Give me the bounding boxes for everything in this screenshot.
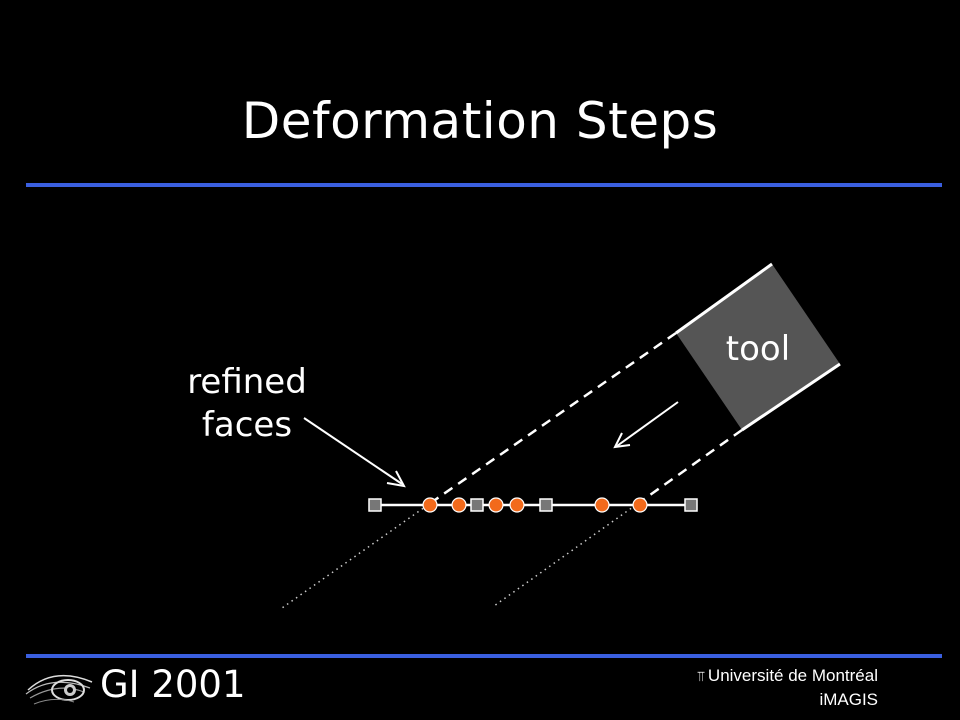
annotation-arrow xyxy=(303,417,403,485)
surface-node xyxy=(470,498,484,512)
title-divider xyxy=(26,183,942,187)
refined-vertex xyxy=(632,497,648,513)
lab-name: iMAGIS xyxy=(819,690,878,709)
extension-line-right xyxy=(493,501,641,607)
refined-vertex xyxy=(594,497,610,513)
refined-vertex xyxy=(488,497,504,513)
tool-label: tool xyxy=(726,329,790,369)
tool-edge-bottom xyxy=(741,362,841,432)
surface-node xyxy=(368,498,382,512)
projection-line-left xyxy=(431,331,677,504)
affiliation: ⫪Université de Montréal iMAGIS xyxy=(697,664,878,712)
slide-title: Deformation Steps xyxy=(241,92,719,150)
conference-label: GI 2001 xyxy=(100,663,246,706)
annotation-label-line1: refined xyxy=(187,362,307,402)
surface-node xyxy=(539,498,553,512)
annotation-arrow-head xyxy=(386,470,406,488)
refined-vertex xyxy=(509,497,525,513)
footer-divider xyxy=(26,654,942,658)
extension-line-left xyxy=(281,501,433,609)
university-line: ⫪Université de Montréal xyxy=(697,664,878,688)
tool-edge-top xyxy=(675,262,773,335)
university-mark-icon: ⫪ xyxy=(697,668,705,684)
refined-vertex xyxy=(451,497,467,513)
motion-arrow-head xyxy=(613,432,631,449)
university-name: Université de Montréal xyxy=(707,666,878,685)
eye-logo-icon xyxy=(25,674,93,705)
tool-shape xyxy=(676,264,840,430)
motion-arrow xyxy=(616,401,679,447)
surface-node xyxy=(684,498,698,512)
annotation-label-line2: faces xyxy=(202,405,292,445)
refined-vertex xyxy=(422,497,438,513)
projection-line-right xyxy=(639,428,743,504)
